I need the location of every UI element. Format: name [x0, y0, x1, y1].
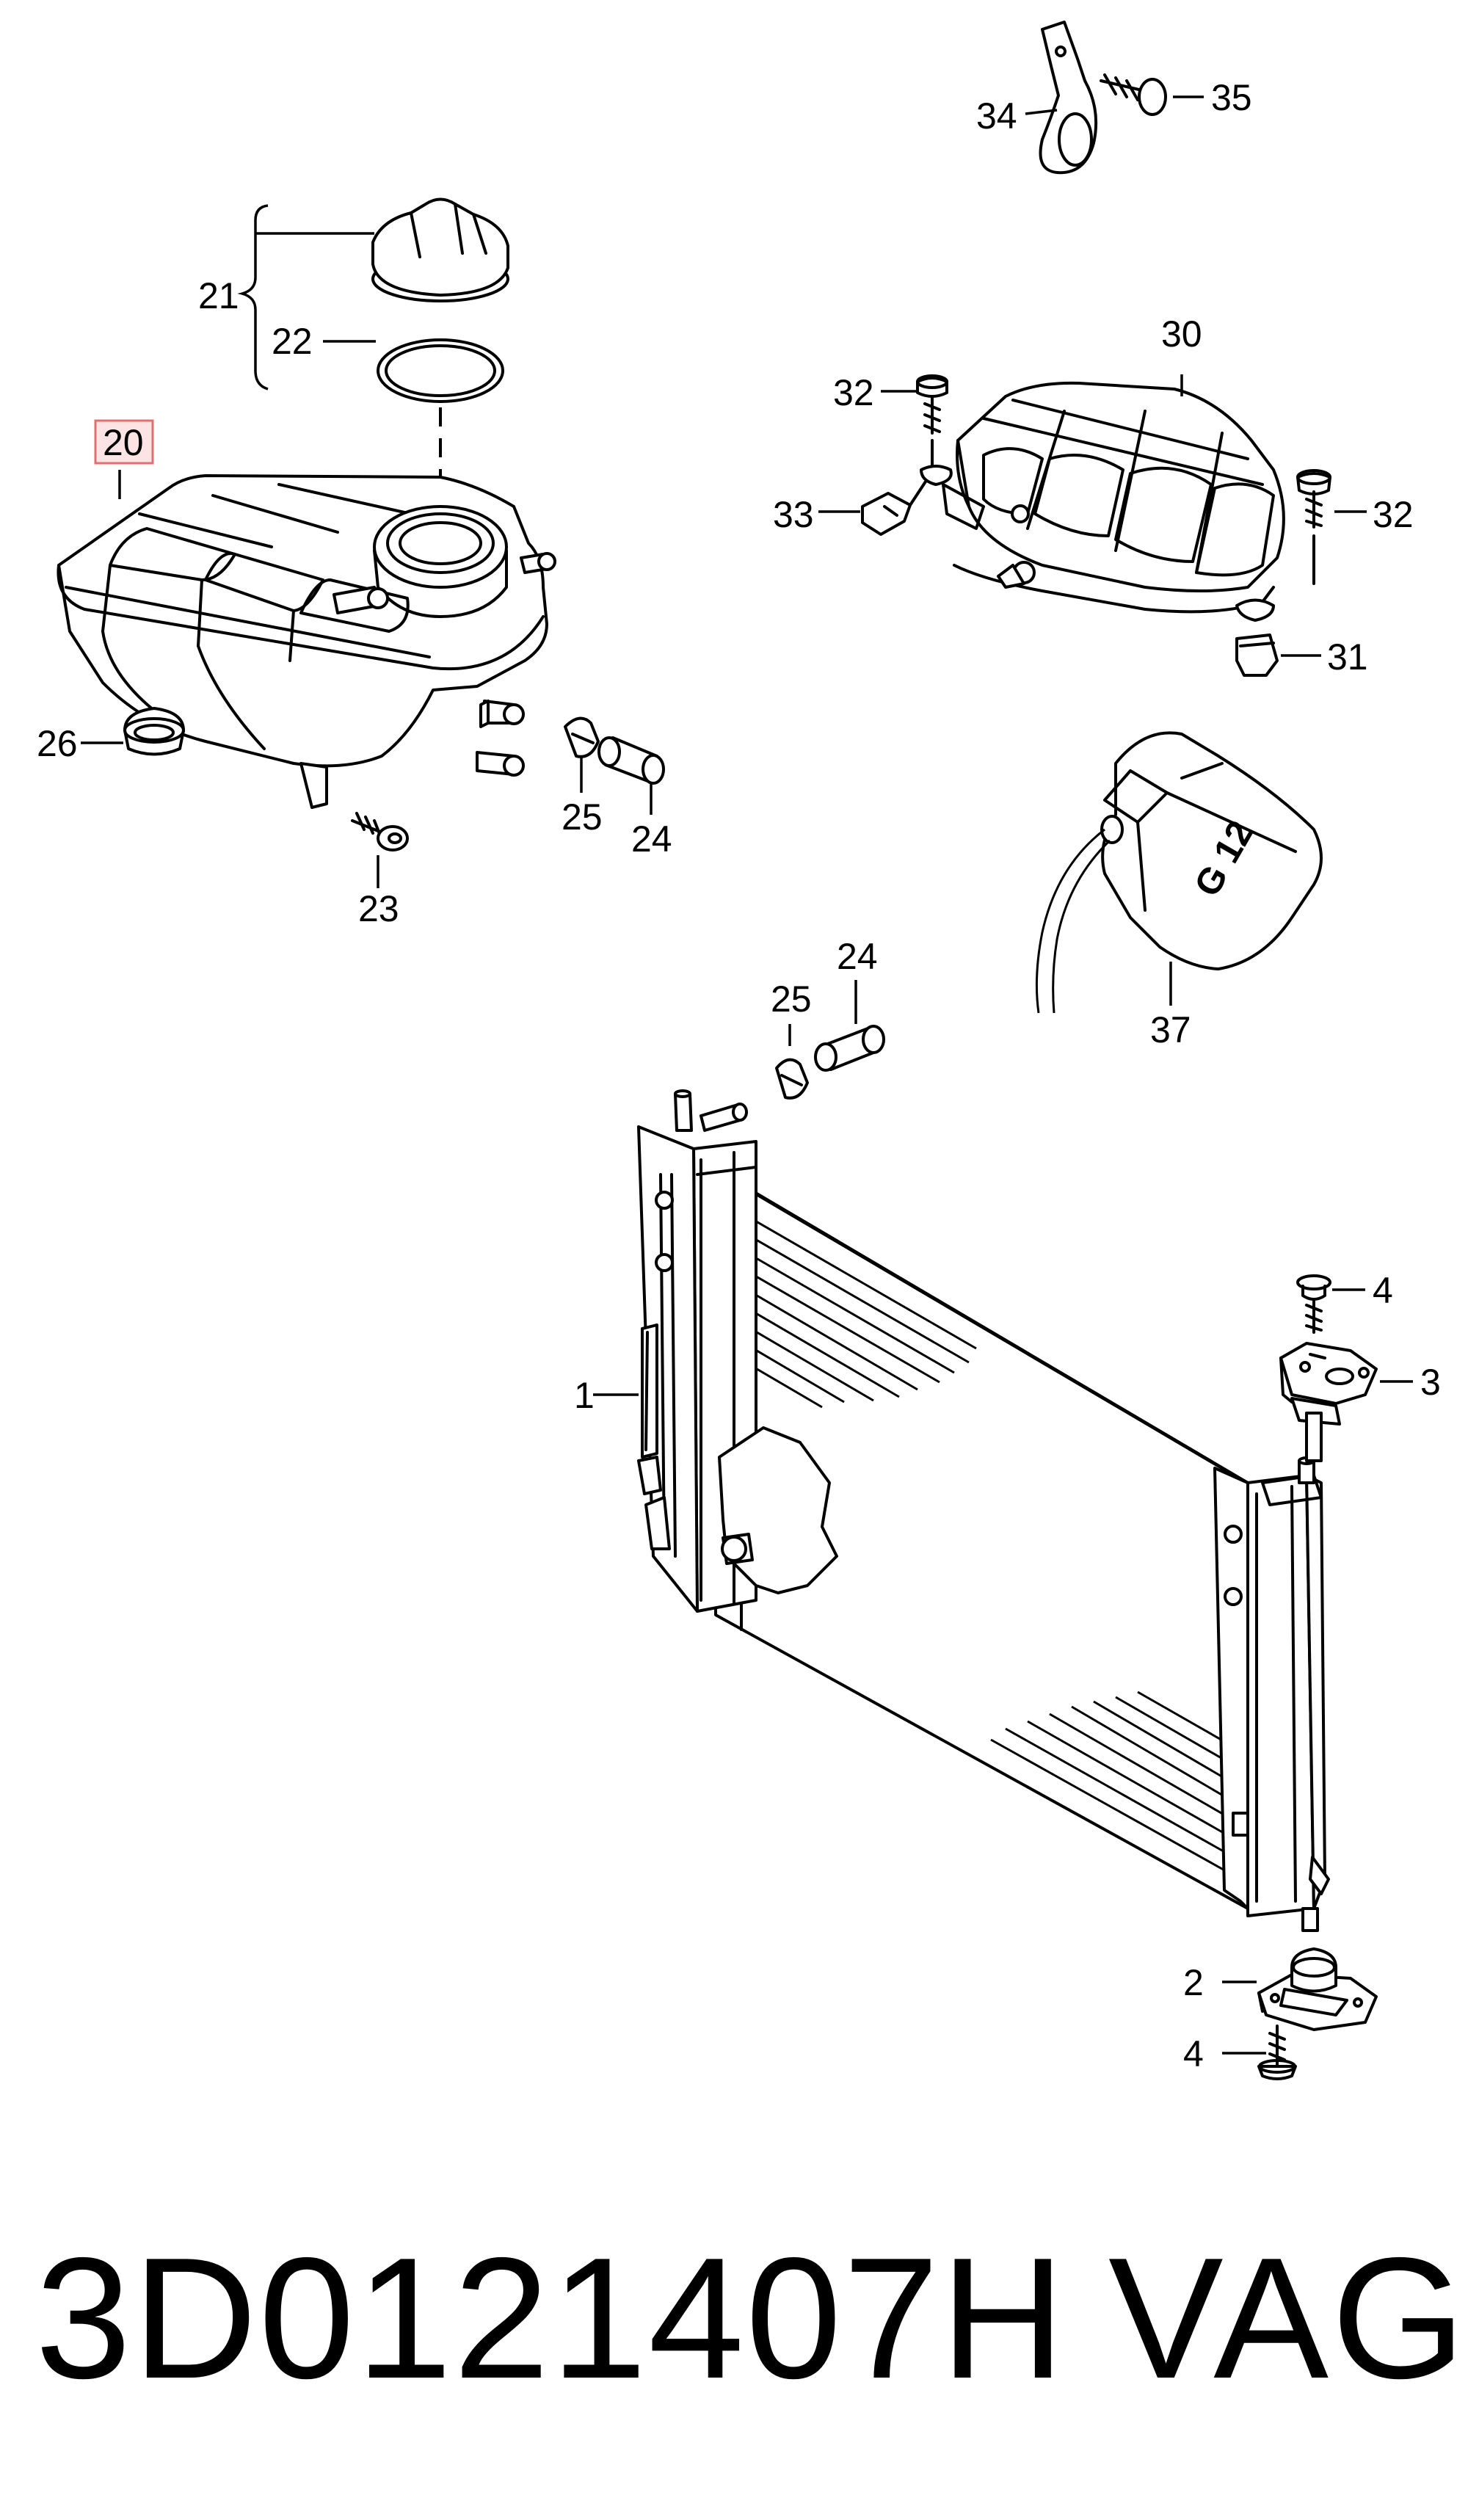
callout-3: 3	[1420, 1362, 1441, 1403]
leader-34	[1025, 109, 1058, 115]
plug-26	[123, 707, 185, 756]
callout-20: 20	[103, 422, 144, 463]
brace-21	[237, 204, 269, 391]
callout-4-top: 4	[1373, 1270, 1393, 1311]
tank-30	[942, 381, 1285, 614]
callout-25-top: 25	[562, 796, 603, 838]
highlight-box-20	[94, 419, 154, 465]
part-number: 3D0121407H	[35, 2221, 1067, 2414]
callout-2: 2	[1183, 1962, 1204, 2003]
callout-4-bottom: 4	[1183, 2033, 1204, 2074]
o-ring-22	[377, 338, 504, 403]
bottle-37: G 12	[1035, 731, 1323, 1014]
bracket-34	[1039, 21, 1098, 175]
clip-31	[1235, 633, 1279, 677]
screw-35	[1100, 73, 1167, 116]
cap-21	[371, 197, 509, 302]
callout-21: 21	[198, 275, 239, 316]
hose-24-mid	[814, 1025, 885, 1072]
callout-26: 26	[37, 723, 78, 764]
clamp-25-mid	[775, 1058, 809, 1100]
callout-32-left: 32	[833, 372, 874, 413]
callout-37: 37	[1150, 1009, 1191, 1050]
callout-1: 1	[574, 1375, 595, 1416]
screw-4-top	[1296, 1274, 1331, 1334]
callout-25-mid: 25	[771, 978, 812, 1020]
callout-22: 22	[272, 321, 313, 362]
brand-name: VAG	[1108, 2221, 1468, 2414]
callout-33: 33	[773, 494, 814, 535]
callout-31: 31	[1327, 636, 1368, 678]
screw-4-bottom	[1257, 2025, 1297, 2080]
grommet-right	[1235, 598, 1275, 622]
callout-30: 30	[1161, 313, 1202, 355]
radiator-fins	[719, 1199, 1241, 1881]
mount-3	[1279, 1342, 1378, 1462]
expansion-tank-20	[57, 474, 556, 809]
radiator-1	[637, 1089, 1330, 1932]
hose-24-top	[597, 736, 665, 785]
callout-23: 23	[358, 888, 399, 929]
callout-24-top: 24	[631, 818, 672, 860]
screw-23	[351, 812, 409, 852]
screw-32-left	[916, 374, 948, 435]
screw-32-right	[1296, 469, 1331, 529]
clamp-25-top	[564, 716, 600, 758]
nut-33	[861, 476, 930, 536]
callout-24-mid: 24	[837, 936, 878, 977]
callout-35: 35	[1211, 77, 1252, 118]
grommet-left	[920, 465, 953, 486]
mount-2	[1257, 1947, 1378, 2031]
callout-32-right: 32	[1373, 494, 1414, 535]
callout-34: 34	[976, 95, 1017, 137]
